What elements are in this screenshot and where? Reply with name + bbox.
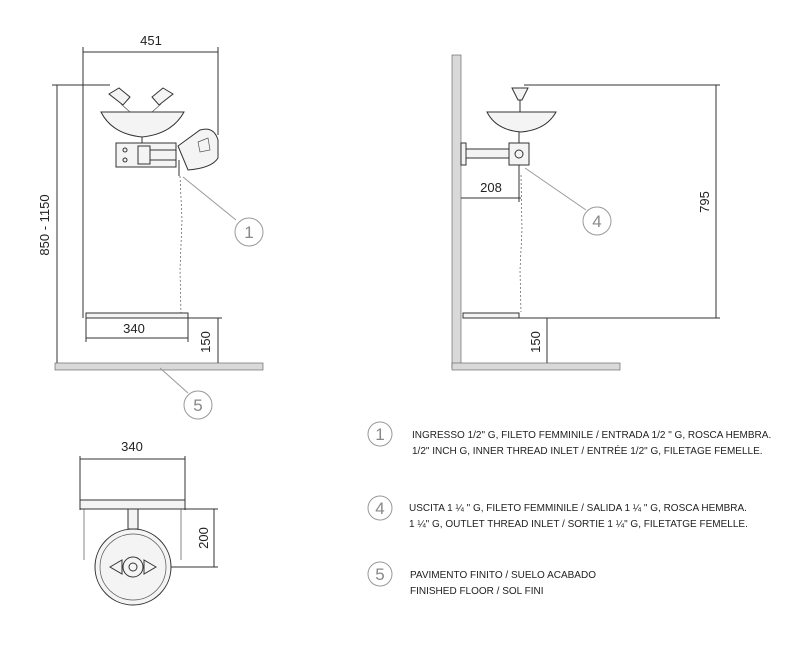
callout-1-label: 1 bbox=[244, 223, 253, 242]
top-base-plate bbox=[79, 499, 186, 510]
callout-4-label: 4 bbox=[592, 212, 601, 231]
legend-1-circle bbox=[367, 421, 393, 447]
top-depth-dim: 200 bbox=[196, 527, 211, 549]
front-floor bbox=[54, 362, 264, 371]
side-wall bbox=[451, 54, 462, 369]
front-floor-offset-dim: 150 bbox=[198, 331, 213, 353]
front-base-dim: 340 bbox=[123, 321, 145, 336]
front-base-plate bbox=[85, 312, 189, 319]
legend-item-5: 5 PAVIMENTO FINITO / SUELO ACABADO FINIS… bbox=[367, 561, 596, 597]
legend-4-number: 4 bbox=[375, 499, 384, 518]
side-arm bbox=[465, 148, 511, 159]
side-head bbox=[511, 87, 529, 101]
legend-item-4: 4 USCITA 1 ¼ " G, FILETO FEMMINILE / SAL… bbox=[367, 495, 748, 530]
side-floor bbox=[451, 362, 621, 371]
legend-1-number: 1 bbox=[375, 425, 384, 444]
callout-5-circle bbox=[183, 390, 213, 420]
callout-4-circle bbox=[582, 206, 612, 236]
side-height-dim: 795 bbox=[697, 191, 712, 213]
callout-5-label: 5 bbox=[193, 396, 202, 415]
legend-4-line2: 1 ¼" G, OUTLET THREAD INLET / SORTIE 1 ¼… bbox=[409, 518, 748, 530]
legend-item-1: 1 INGRESSO 1/2" G, FILETO FEMMINILE / EN… bbox=[367, 421, 771, 457]
push-handle bbox=[177, 128, 219, 171]
top-view: 340 200 bbox=[79, 439, 218, 606]
legend-1-line2: 1/2" INCH G, INNER THREAD INLET / ENTRÉE… bbox=[412, 444, 763, 457]
legend-4-line1: USCITA 1 ¼ " G, FILETO FEMMINILE / SALID… bbox=[409, 502, 747, 514]
side-bowl bbox=[486, 111, 557, 133]
legend-4-circle bbox=[367, 495, 393, 521]
front-bowl bbox=[100, 111, 185, 138]
legend-5-line2: FINISHED FLOOR / SOL FINI bbox=[410, 586, 544, 597]
legend-5-circle bbox=[367, 561, 393, 587]
side-wall-offset-dim: 208 bbox=[480, 180, 502, 195]
side-floor-offset-dim: 150 bbox=[528, 331, 543, 353]
legend-5-line1: PAVIMENTO FINITO / SUELO ACABADO bbox=[410, 570, 596, 581]
legend: 1 INGRESSO 1/2" G, FILETO FEMMINILE / EN… bbox=[367, 421, 771, 597]
front-view: 451 850 - 1150 3 bbox=[37, 33, 264, 420]
callout-1-circle bbox=[234, 217, 264, 247]
legend-1-line1: INGRESSO 1/2" G, FILETO FEMMINILE / ENTR… bbox=[412, 430, 771, 441]
front-width-dim: 451 bbox=[140, 33, 162, 48]
front-height-dim: 850 - 1150 bbox=[37, 194, 52, 255]
top-width-dim: 340 bbox=[121, 439, 143, 454]
side-base-plate bbox=[462, 312, 520, 319]
side-view: 795 208 150 4 bbox=[451, 54, 720, 371]
eyewash-heads bbox=[108, 87, 174, 113]
legend-5-number: 5 bbox=[375, 565, 384, 584]
